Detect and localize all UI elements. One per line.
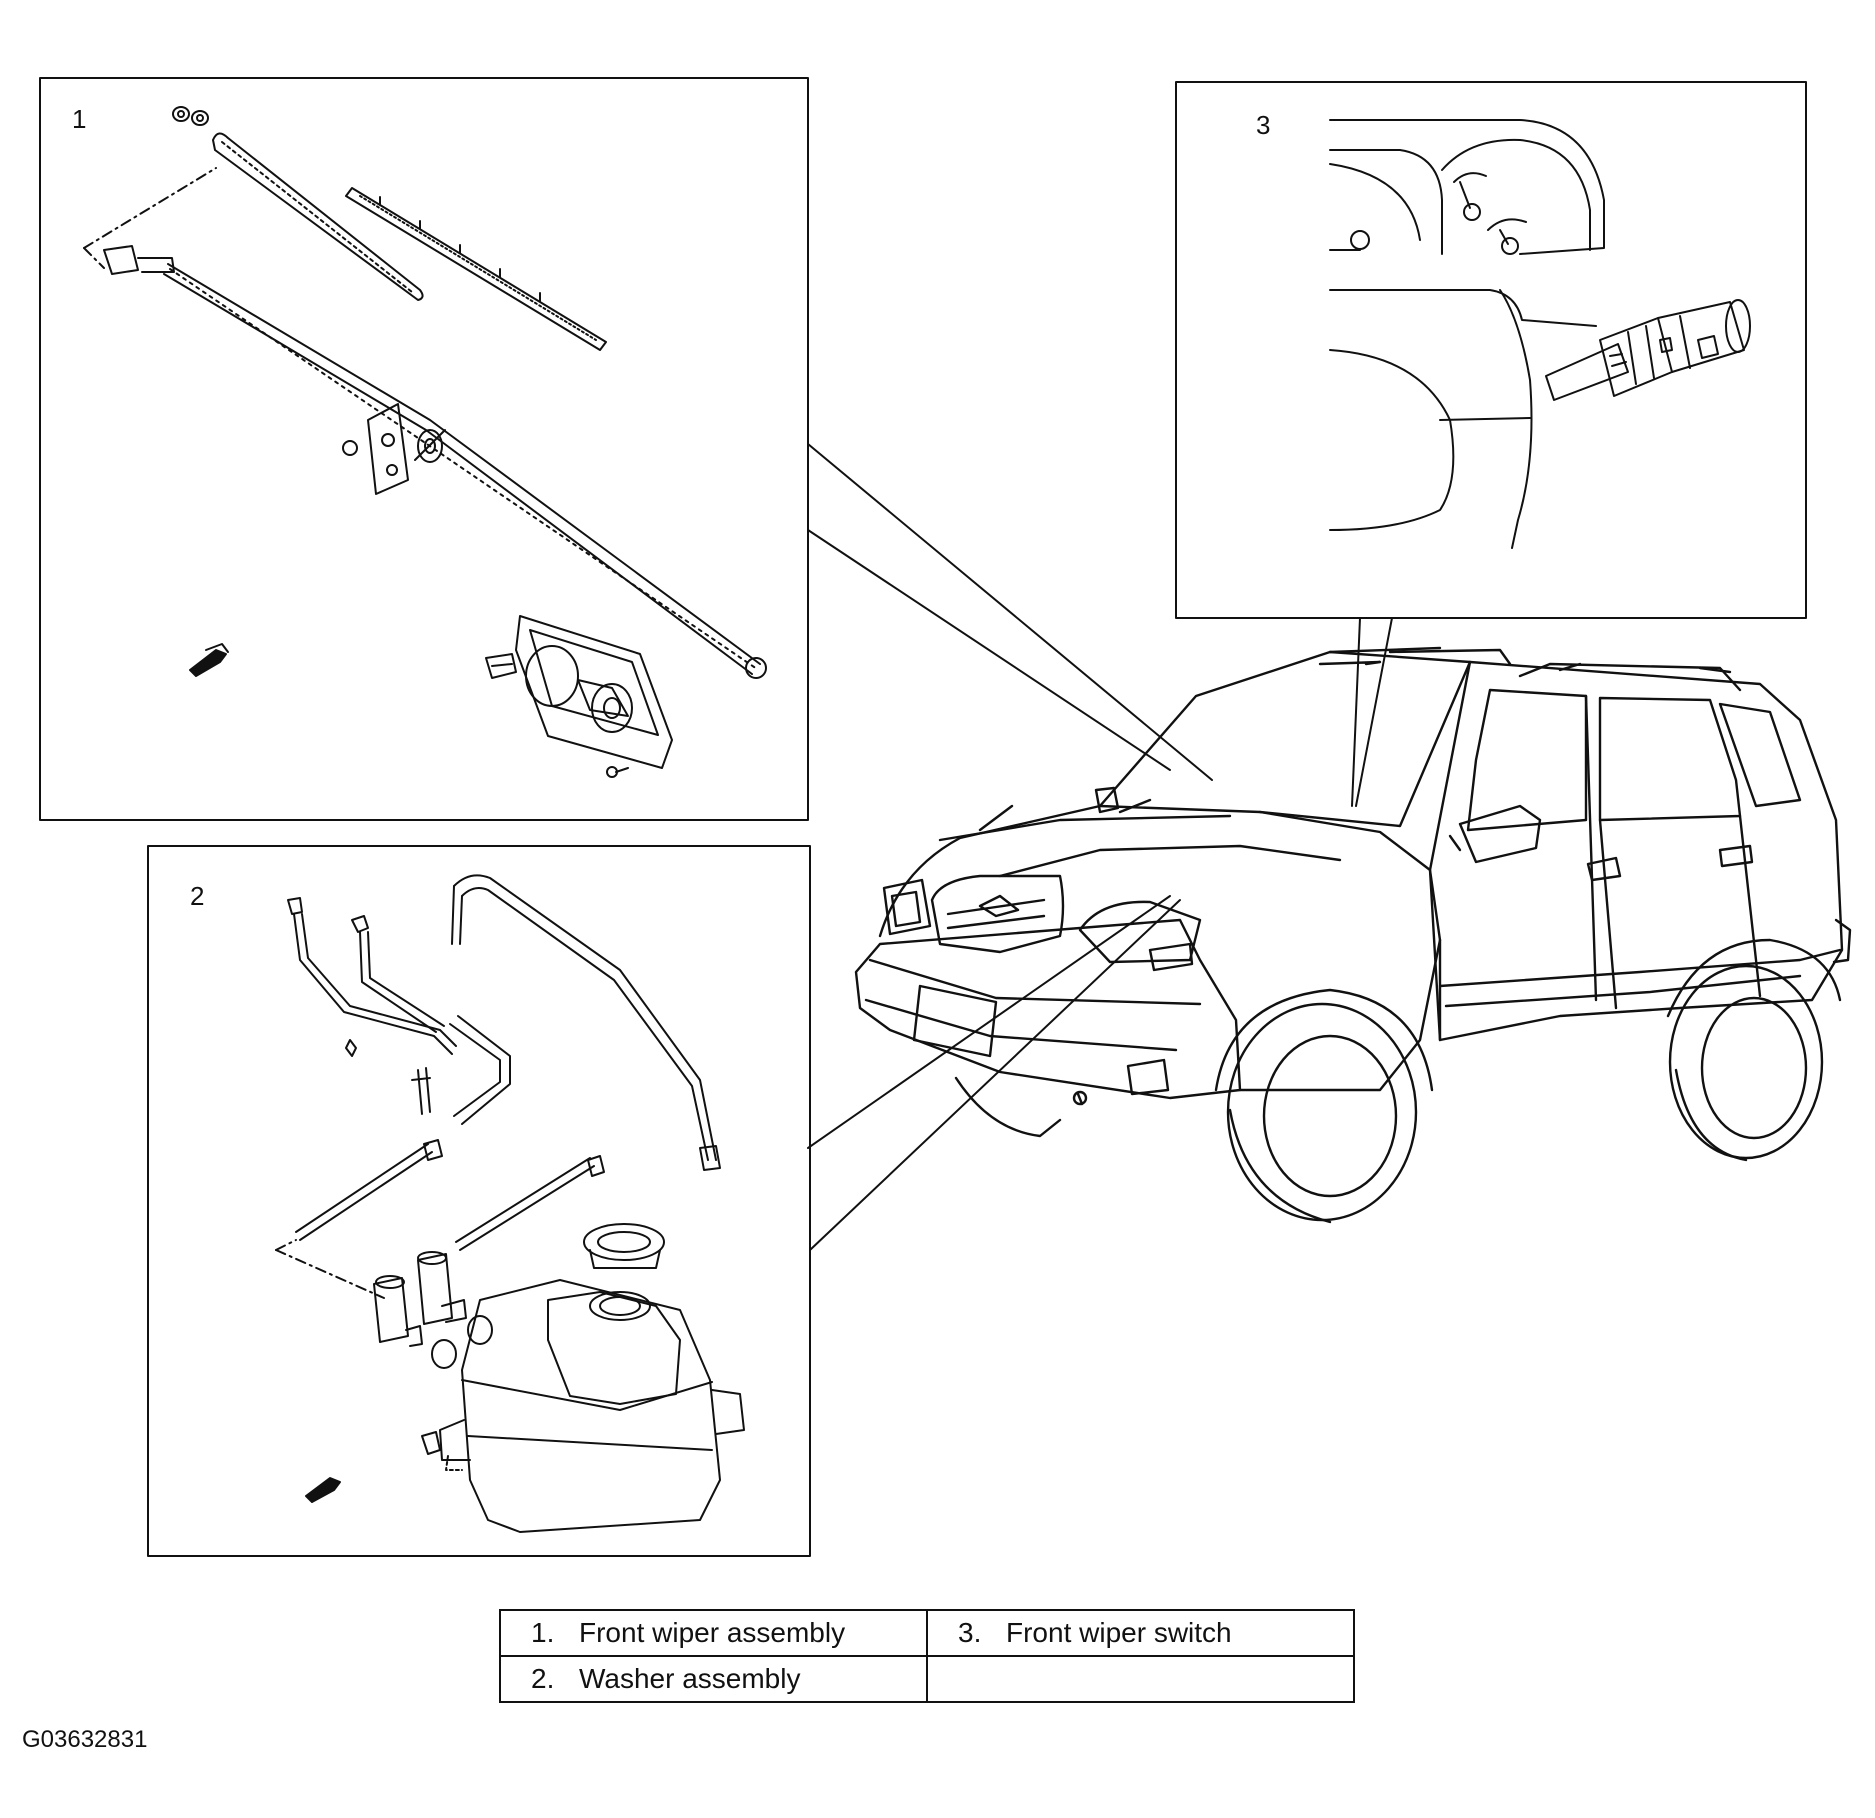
parts-legend-table: 1. Front wiper assembly 3. Front wiper swi… <box>499 1609 1355 1703</box>
vehicle-suv <box>854 646 1852 1224</box>
washer-hose <box>295 874 721 1251</box>
callout-leaders <box>807 443 1393 1251</box>
washer-pumps <box>373 1251 493 1369</box>
windshield <box>1094 646 1472 828</box>
leader-panel-2-bottom <box>809 899 1181 1251</box>
panel-2-callout: 2 <box>190 881 204 911</box>
wiper-switch-stalk <box>1545 299 1751 401</box>
front-direction-arrow <box>189 643 229 677</box>
leader-panel-3-right <box>1355 617 1393 807</box>
legend-label: Front wiper assembly <box>579 1617 846 1648</box>
washer-front-arrow <box>305 1477 341 1503</box>
panel-1-wiper-assembly: 1 <box>39 77 809 821</box>
wiper-nuts <box>172 106 209 126</box>
panel-1-callout: 1 <box>72 104 86 134</box>
panel-1-frame <box>39 77 809 821</box>
legend-cell: 1. Front wiper assembly <box>499 1609 928 1657</box>
front-bumper <box>854 918 1242 1100</box>
legend-cell: 3. Front wiper switch <box>926 1609 1355 1657</box>
instrument-cluster <box>1329 119 1605 549</box>
legend-number: 2. <box>531 1663 555 1694</box>
fog-lamp <box>1072 1058 1170 1106</box>
legend-label: Front wiper switch <box>1006 1617 1232 1648</box>
wiper-arm <box>212 132 424 301</box>
washer-dashed-leaders <box>275 1239 385 1299</box>
license-plate <box>912 984 998 1058</box>
headlights-grille <box>882 874 1202 972</box>
rear-wheel <box>1666 938 1842 1162</box>
leader-panel-3-left <box>1351 617 1361 807</box>
front-left-wheel-hint <box>954 1076 1062 1138</box>
panel-2-washer-assembly: 2 <box>147 845 811 1557</box>
legend-row: 1. Front wiper assembly 3. Front wiper swi… <box>499 1609 1355 1657</box>
washer-nozzle-left <box>287 897 457 1055</box>
leader-panel-1-top <box>807 443 1213 781</box>
leader-panel-1-bottom <box>807 529 1171 771</box>
legend-label: Washer assembly <box>579 1663 801 1694</box>
side-mirror <box>1448 804 1542 864</box>
washer-tank <box>421 1223 745 1533</box>
figure-id: G03632831 <box>22 1726 148 1753</box>
side-body <box>1428 660 1852 1042</box>
front-wheel <box>1214 988 1434 1224</box>
washer-nozzle-right <box>351 915 445 1033</box>
wiper-linkage <box>83 167 767 679</box>
legend-row: 2. Washer assembly <box>499 1655 1355 1703</box>
panel-2-frame <box>147 845 811 1557</box>
leader-panel-2-top <box>807 895 1171 1149</box>
legend-cell: 2. Washer assembly <box>499 1655 928 1703</box>
legend-number: 3. <box>958 1617 982 1648</box>
legend-number: 1. <box>531 1617 555 1648</box>
legend-cell-empty <box>926 1655 1355 1703</box>
panel-3-wiper-switch: 3 <box>1175 81 1807 619</box>
panel-3-frame <box>1175 81 1807 619</box>
wiper-motor <box>485 615 673 778</box>
hood-line <box>938 814 1232 842</box>
panel-3-callout: 3 <box>1256 110 1270 140</box>
wiper-blade <box>345 187 607 351</box>
